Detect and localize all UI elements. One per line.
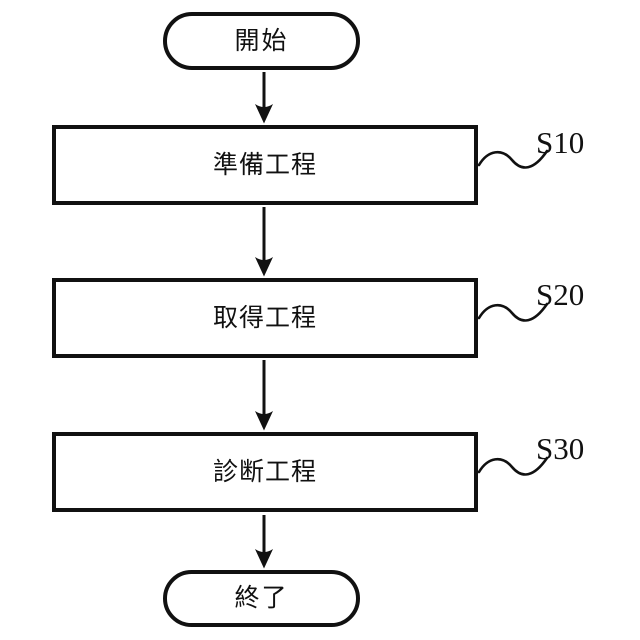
squiggle-connector-s10: [477, 149, 549, 169]
end-label: 終了: [234, 584, 289, 612]
process-box-label: 準備工程: [212, 150, 317, 179]
process-box-diagnosis: 診断工程: [52, 432, 478, 512]
start-terminal: 開始: [163, 12, 360, 70]
process-box-label: 診断工程: [212, 457, 317, 486]
squiggle-connector-s20: [477, 302, 549, 322]
start-label: 開始: [234, 26, 289, 55]
process-box-preparation: 準備工程: [52, 125, 478, 205]
arrow-down-step3-to-end: [255, 515, 273, 569]
end-terminal: 終了: [163, 570, 360, 627]
process-box-label: 取得工程: [212, 303, 317, 332]
arrow-down-step1-to-step2: [255, 207, 273, 277]
step-ref-s20: S20: [536, 277, 585, 312]
process-box-acquisition: 取得工程: [52, 278, 478, 358]
step-ref-s30: S30: [536, 431, 585, 466]
arrow-down-step2-to-step3: [255, 360, 273, 431]
arrow-down-start-to-step1: [255, 72, 273, 124]
squiggle-connector-s30: [477, 456, 549, 476]
step-ref-s10: S10: [536, 125, 585, 160]
